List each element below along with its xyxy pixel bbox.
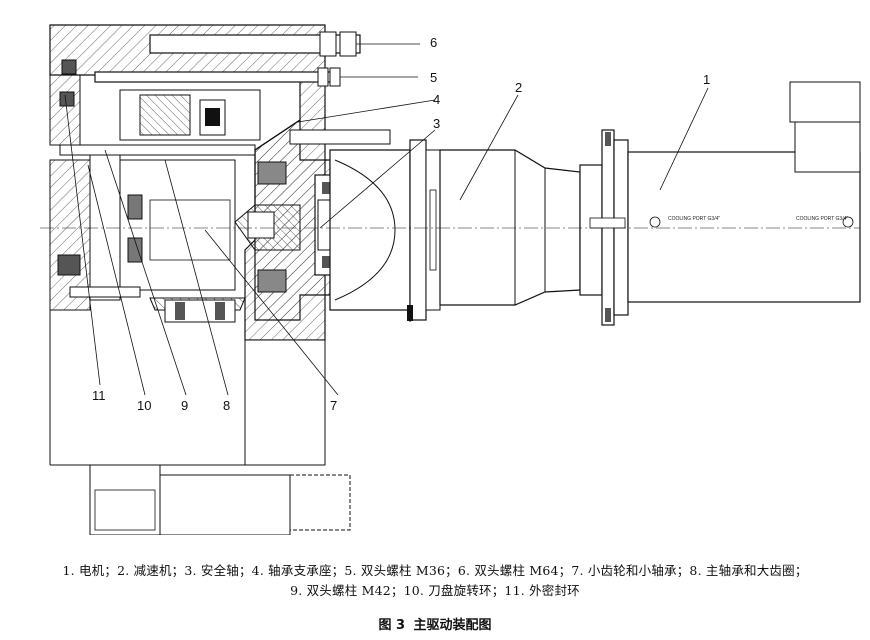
reducer-flange xyxy=(329,139,441,322)
stud-bolt-m36 xyxy=(94,67,418,87)
callout-2: 2 xyxy=(515,80,522,95)
cooling-port-label-1: COOLING PORT G3/4" xyxy=(668,216,720,222)
callout-8: 8 xyxy=(223,398,230,413)
motor xyxy=(589,81,861,303)
callout-1: 1 xyxy=(703,72,710,87)
legend-line-2: 9. 双头螺柱 M42；10. 刀盘旋转环；11. 外密封环 xyxy=(290,583,580,598)
callout-3: 3 xyxy=(433,116,440,131)
callout-11: 11 xyxy=(92,388,106,403)
callout-10: 10 xyxy=(137,398,151,413)
callout-7: 7 xyxy=(330,398,337,413)
stud-bolt-m64 xyxy=(149,31,420,57)
gear-internals xyxy=(57,59,261,323)
legend-line-1: 1. 电机；2. 减速机；3. 安全轴；4. 轴承支承座；5. 双头螺柱 M36… xyxy=(62,563,808,578)
callout-6: 6 xyxy=(430,35,437,50)
assembly-drawing: COOLING PORT G3/4" COOLING PORT G3/4" 1 … xyxy=(40,24,861,535)
figure-title: 主驱动装配图 xyxy=(413,618,492,633)
figure-number: 图 3 xyxy=(378,618,406,633)
reducer xyxy=(439,129,629,326)
callout-5: 5 xyxy=(430,70,437,85)
callout-9: 9 xyxy=(181,398,188,413)
leader-lines xyxy=(64,87,709,396)
figure-caption: 图 3 主驱动装配图 xyxy=(0,614,870,633)
cooling-port-label-2: COOLING PORT G3/4" xyxy=(796,216,848,222)
callout-4: 4 xyxy=(433,92,440,107)
